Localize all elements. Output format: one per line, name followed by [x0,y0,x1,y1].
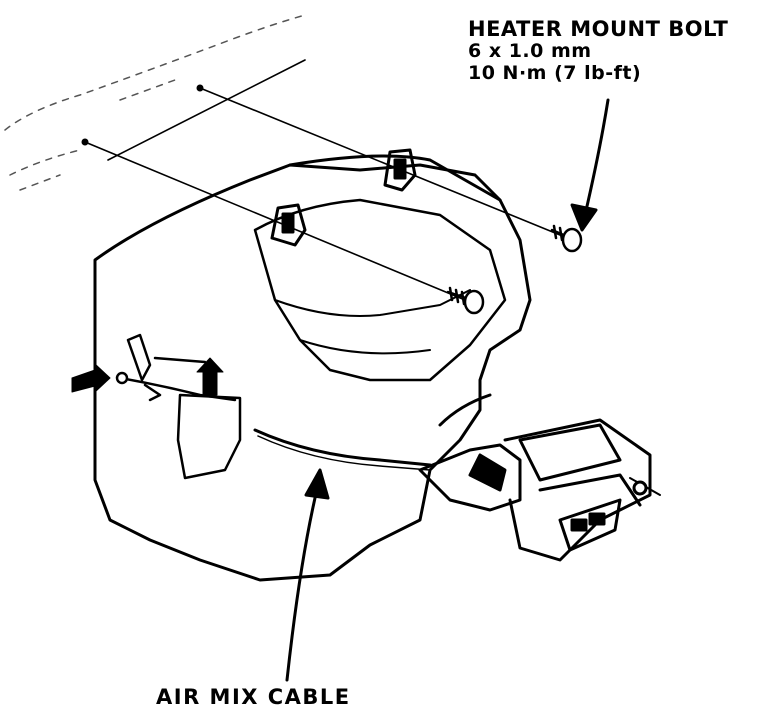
motion-arrow-left [71,363,111,393]
bolt-size: 6 x 1.0 mm [468,40,592,62]
heater-control-panel [418,418,661,562]
air-mix-cable-label: AIR MIX CABLE [156,685,351,709]
heater-mount-bolt-label: HEATER MOUNT BOLT 6 x 1.0 mm 10 N·m (7 l… [468,18,728,84]
air-mix-linkage [115,333,242,480]
dashboard-ghost-outline [4,14,306,191]
air-mix-cable [253,393,492,471]
bolt-title: HEATER MOUNT BOLT [468,17,729,41]
bolt-callout-arrow [570,98,610,232]
bolt-torque: 10 N·m (7 lb-ft) [468,62,642,84]
mount-bracket-left [270,203,307,247]
heater-mount-bolt-right [550,224,583,253]
heater-mount-bolt-left [446,286,485,315]
motion-arrow-up [196,357,224,396]
bolt-guide-lines [84,59,561,301]
mount-bracket-right [383,148,417,192]
cable-callout-arrow [285,468,330,682]
guide-point-right [196,84,204,92]
guide-point-left [81,138,89,146]
heater-case [93,154,532,582]
